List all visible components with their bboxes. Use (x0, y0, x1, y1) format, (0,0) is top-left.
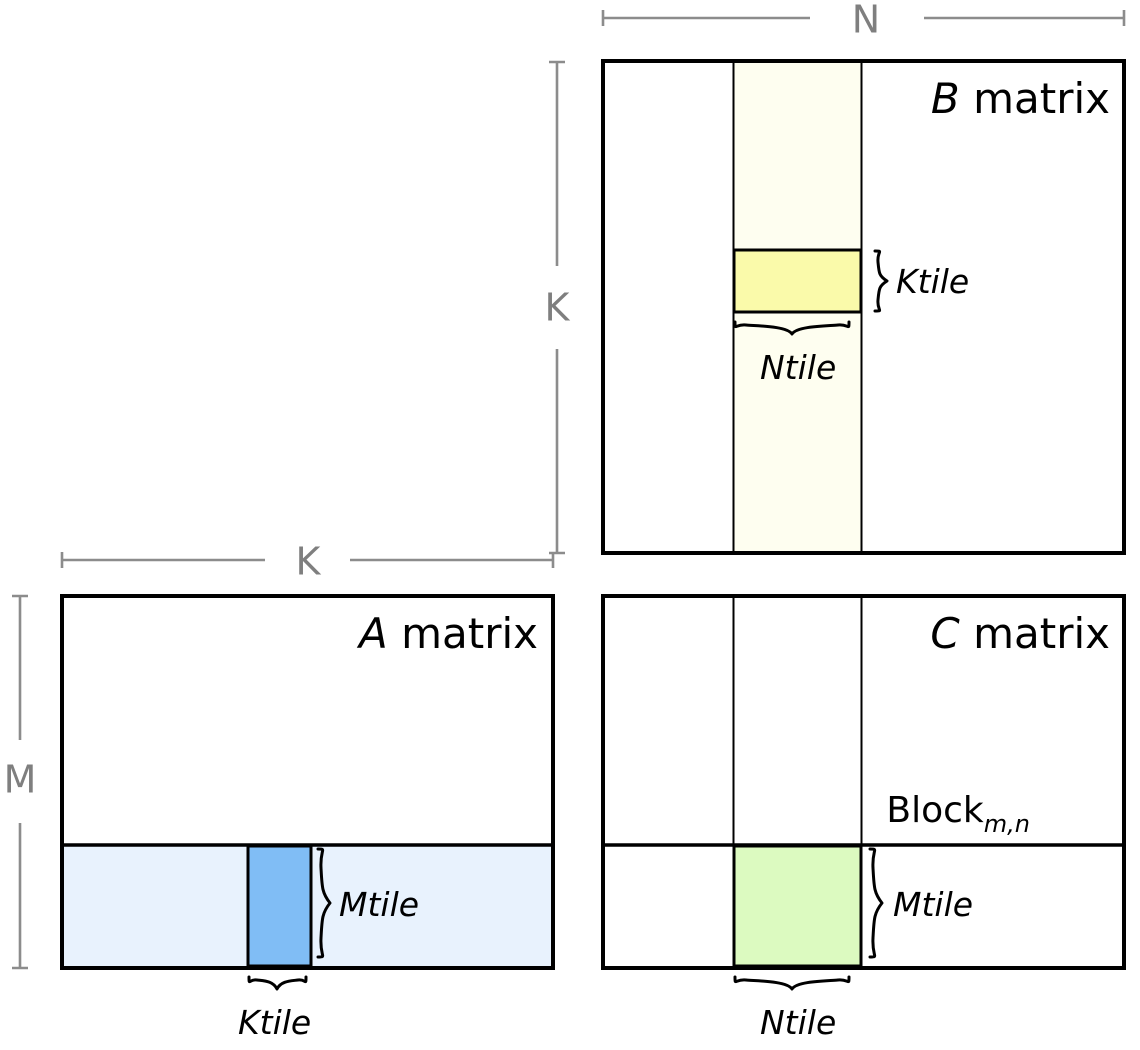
c-matrix-title-italic: C (930, 609, 960, 658)
b-matrix-ntile-brace (733, 320, 851, 336)
a-matrix-mtile-label: Mtile (339, 885, 419, 924)
dimension-m-vertical-top-line (12, 594, 28, 740)
dimension-n: N (601, 0, 1126, 42)
b-matrix-title-italic: B (931, 74, 960, 123)
dimension-k-vertical: K (545, 60, 571, 555)
a-matrix-ktile-brace (247, 975, 308, 991)
b-matrix-ktile-label: Ktile (896, 262, 969, 301)
dimension-n-right-line (924, 10, 1126, 26)
dimension-k-horizontal-left-line (60, 552, 265, 568)
c-matrix-group: C matrix Blockm,n Mtile Ntile (601, 594, 1126, 1042)
b-matrix-outline (601, 59, 1126, 555)
dimension-k-vertical-label: K (545, 286, 571, 330)
b-matrix-ktile-brace (873, 249, 889, 313)
b-matrix-tile (732, 248, 863, 314)
dimension-k-vertical-bottom-line (549, 349, 565, 555)
dimension-k-vertical-top-line (549, 60, 565, 266)
a-matrix-title-rest: matrix (388, 609, 538, 658)
dimension-k-horizontal-label: K (296, 540, 322, 584)
c-matrix-title: C matrix (930, 609, 1110, 658)
b-matrix-title: B matrix (931, 74, 1110, 123)
dimension-k-horizontal: K (60, 540, 555, 584)
c-matrix-outline (601, 594, 1126, 970)
c-matrix-mtile-label: Mtile (893, 885, 973, 924)
c-matrix-block-text: Block (886, 790, 984, 831)
c-matrix-ntile-brace (733, 975, 851, 991)
a-matrix-title-italic: A (356, 609, 388, 658)
a-matrix-title: A matrix (356, 609, 538, 658)
b-matrix-group: B matrix Ktile Ntile (601, 59, 1126, 555)
a-matrix-ktile-label: Ktile (238, 1003, 311, 1042)
dimension-m-vertical-label: M (4, 758, 37, 802)
dimension-n-label: N (852, 0, 880, 42)
a-matrix-mtile-brace (316, 847, 332, 959)
dimension-m-vertical-bottom-line (12, 823, 28, 970)
c-matrix-ntile-label: Ntile (760, 1003, 836, 1042)
dimension-k-horizontal-right-line (350, 552, 555, 568)
c-matrix-mtile-brace (868, 847, 884, 959)
b-matrix-title-rest: matrix (960, 74, 1110, 123)
b-matrix-ntile-label: Ntile (760, 348, 836, 387)
a-matrix-tile (246, 844, 313, 968)
c-matrix-title-rest: matrix (960, 609, 1110, 658)
c-matrix-block-subscript: m,n (984, 810, 1030, 838)
dimension-n-left-line (601, 10, 810, 26)
c-matrix-block-label: Blockm,n (886, 790, 1030, 838)
c-matrix-tile (732, 844, 863, 968)
a-matrix-group: A matrix Mtile Ktile (60, 594, 555, 1042)
dimension-m-vertical: M (4, 594, 37, 970)
